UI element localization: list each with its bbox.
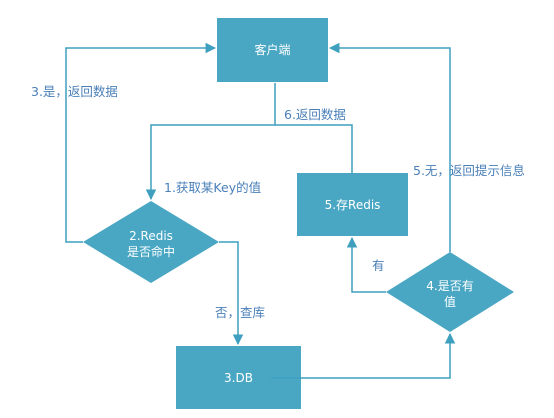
edge-label-miss-query-db: 否，查库 bbox=[215, 305, 266, 320]
store-redis-node bbox=[297, 173, 408, 236]
client-label: 客户端 bbox=[254, 43, 291, 57]
edge-label-return-data: 6.返回数据 bbox=[284, 107, 346, 122]
edge-label-hit-return: 3.是，返回数据 bbox=[31, 84, 118, 99]
redis-check-label-line2: 是否命中 bbox=[126, 245, 175, 259]
edge-db-to-check bbox=[271, 332, 456, 379]
edge-label-none-return-tip: 5.无，返回提示信息 bbox=[413, 163, 525, 178]
client-node bbox=[217, 18, 328, 82]
edge-hit-return bbox=[65, 42, 217, 243]
edge-get-key bbox=[145, 83, 276, 201]
store-redis-label: 5.存Redis bbox=[324, 198, 381, 212]
edge-none-return-tip bbox=[328, 42, 451, 252]
has-value-decision bbox=[386, 252, 514, 332]
edge-return-data bbox=[275, 124, 353, 173]
edge-label-get-key: 1.获取某Key的值 bbox=[164, 180, 262, 195]
redis-check-label-line1: 2.Redis bbox=[129, 229, 173, 243]
db-label: 3.DB bbox=[224, 371, 253, 385]
edge-miss-query-db bbox=[219, 241, 244, 346]
has-value-label-line2: 值 bbox=[443, 295, 456, 309]
edge-has-value bbox=[346, 236, 386, 293]
has-value-label-line1: 4.是否有 bbox=[426, 279, 474, 293]
edge-label-has-value: 有 bbox=[372, 258, 385, 273]
redis-check-decision bbox=[83, 201, 219, 283]
